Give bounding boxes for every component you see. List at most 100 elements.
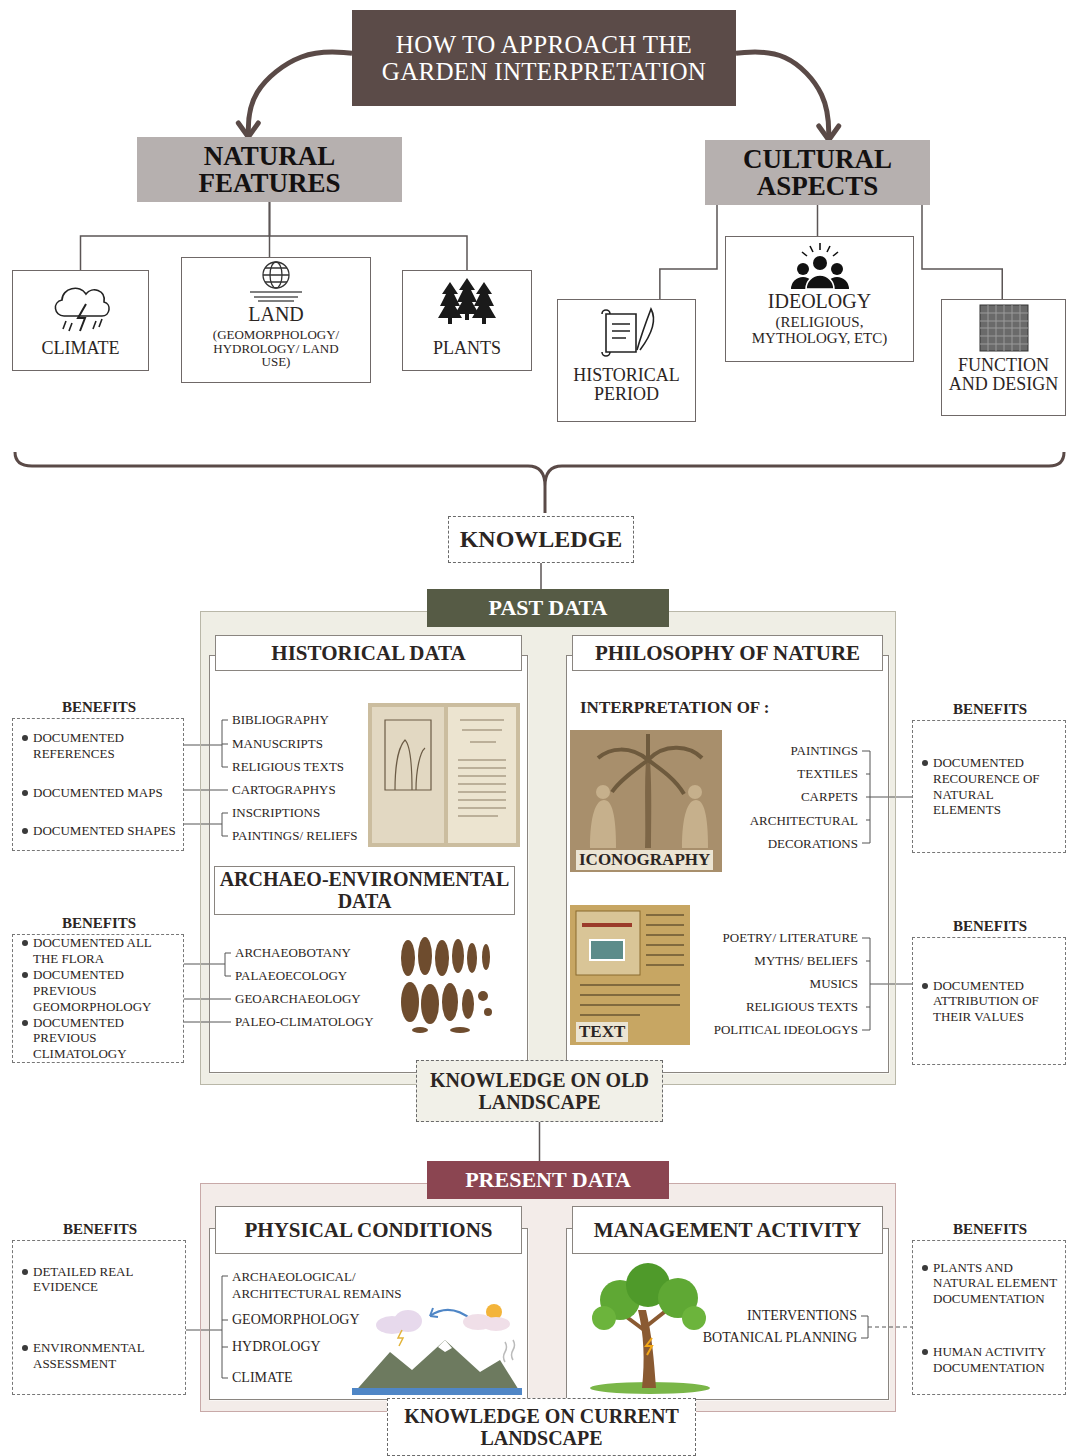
panel-ground (210, 1229, 529, 1401)
manuscript-photo (590, 940, 624, 960)
item-label: PAINTINGS/ RELIEFS (232, 828, 366, 844)
node-heading: FUNCTION AND DESIGN (948, 356, 1059, 394)
benefits-box: BENEFITSPLANTS AND NATURAL ELEMENT DOCUM… (912, 1240, 1066, 1395)
seed-photo (412, 1027, 428, 1033)
label-wrap: RELIGIOUS TEXTS (232, 759, 366, 775)
item-label: RELIGIOUS TEXTS (692, 999, 858, 1015)
node-heading: KNOWLEDGE (460, 526, 623, 552)
item-label: BIBLIOGRAPHY (232, 712, 366, 728)
book-photo (368, 703, 520, 847)
climate-icon (55, 288, 109, 331)
landscape-illustration (352, 1304, 522, 1395)
benefits-box: BENEFITSDOCUMENTED RECOURENCE OF NATURAL… (912, 720, 1066, 853)
icon-box: HISTORICAL PERIOD (557, 299, 696, 422)
scroll-icon (637, 309, 654, 350)
node-text: DOCUMENTED REFERENCES (19, 730, 179, 761)
brace (15, 452, 1064, 513)
leader-line (862, 938, 912, 1030)
seed-photo (401, 937, 492, 1033)
item-label: MUSICS (692, 976, 858, 992)
garden-plan-icon (980, 305, 1028, 351)
label-wrap: PALEO-CLIMATOLOGY (235, 1014, 393, 1030)
node-heading: HOW TO APPROACH THE GARDEN INTERPRETATIO… (364, 31, 724, 86)
connector (540, 563, 542, 589)
node-text: DOCUMENTED MAPS (19, 785, 179, 801)
panel-ground (200, 611, 896, 1412)
globe-icon (263, 262, 289, 288)
tree-illustration (592, 1306, 616, 1330)
item-label: MANUSCRIPTS (232, 736, 366, 752)
label-wrap: CARTOGRAPHYS (232, 782, 366, 798)
item-label: ICONOGRAPHY (576, 850, 713, 870)
panel-ground (567, 656, 890, 1074)
icon-box: CLIMATE (12, 270, 149, 371)
node-text: DOCUMENTED PREVIOUS CLIMATOLOGY (19, 1015, 179, 1062)
landscape-illustration (352, 1388, 522, 1395)
item-label: GEOMORPHOLOGY (232, 1311, 372, 1329)
node-heading: PRESENT DATA (427, 1161, 669, 1199)
seed-photo (421, 984, 439, 1024)
item-label: POLITICAL IDEOLOGYS (692, 1022, 858, 1038)
relief-photo (598, 734, 702, 794)
book-photo (372, 707, 444, 843)
label-wrap: BOTANICAL PLANNING (700, 1329, 857, 1347)
item-label: PAINTINGS (700, 743, 858, 759)
knowledge-box: KNOWLEDGE ON CURRENT LANDSCAPE (387, 1398, 696, 1456)
brace (544, 486, 547, 513)
seed-photo (442, 983, 458, 1021)
item-label: RELIGIOUS TEXTS (232, 759, 366, 775)
book-photo (368, 703, 520, 847)
label-wrap: GEOARCHAEOLOGY (235, 991, 393, 1007)
node-text: DOCUMENTED RECOURENCE OF NATURAL ELEMENT… (919, 755, 1061, 817)
landscape-illustration (438, 1340, 452, 1352)
book-photo (385, 720, 431, 790)
brace (15, 452, 1064, 486)
node-heading: HISTORICAL PERIOD (564, 366, 689, 404)
icon-box: IDEOLOGY(RELIGIOUS, MYTHOLOGY, ETC) (725, 236, 914, 362)
garden-plan-icon (980, 305, 1028, 351)
seed-photo (450, 1027, 470, 1033)
node-heading: KNOWLEDGE ON OLD LANDSCAPE (425, 1069, 654, 1113)
garden-plan-icon (980, 305, 1028, 351)
label-wrap: MYTHS/ BELIEFS (692, 953, 858, 969)
node-heading: BENEFITS (19, 1220, 181, 1238)
node-heading: CULTURAL ASPECTS (713, 146, 922, 199)
node-heading: PLANTS (433, 339, 501, 358)
node-text: ENVIRONMENTAL ASSESSMENT (19, 1340, 181, 1371)
node-heading: IDEOLOGY (768, 291, 871, 312)
book-photo (448, 707, 516, 843)
seed-photo (418, 937, 432, 975)
panel-ground (210, 656, 529, 1074)
item-label: ARCHAEOLOGICAL/ ARCHITECTURAL REMAINS (232, 1268, 417, 1302)
connector (922, 205, 1002, 299)
connector (248, 52, 352, 137)
node-heading: BENEFITS (919, 1220, 1061, 1238)
tree-illustration (646, 1338, 652, 1355)
label-wrap: HYDROLOGY (232, 1338, 372, 1356)
relief-photo (590, 800, 708, 848)
seed-photo (484, 1008, 492, 1016)
icon-box: PLANTS (402, 270, 532, 371)
people-icon (806, 275, 834, 289)
seed-photo (435, 940, 449, 976)
item-label: ARCHITECTURAL DECORATIONS (728, 809, 858, 855)
label-wrap: CARPETS (700, 789, 858, 805)
globe-icon (250, 292, 302, 301)
node-heading: PAST DATA (427, 589, 669, 627)
leader-line (184, 953, 231, 976)
relief-photo (688, 785, 702, 799)
item-label: PALEO-CLIMATOLOGY (235, 1014, 393, 1030)
trees-icon (438, 282, 462, 324)
node-heading: MANAGEMENT ACTIVITY (572, 1206, 883, 1254)
item-label: BOTANICAL PLANNING (700, 1329, 857, 1347)
node-heading: PHYSICAL CONDITIONS (215, 1206, 522, 1254)
leader-line (184, 1022, 231, 1023)
label-wrap: ARCHITECTURAL DECORATIONS (728, 809, 858, 855)
relief-photo (570, 730, 722, 872)
knowledge-box: KNOWLEDGE ON OLD LANDSCAPE (416, 1060, 663, 1122)
relief-photo (645, 760, 651, 848)
connector (660, 205, 717, 299)
panel-ground (567, 1229, 890, 1401)
connector (81, 202, 270, 270)
